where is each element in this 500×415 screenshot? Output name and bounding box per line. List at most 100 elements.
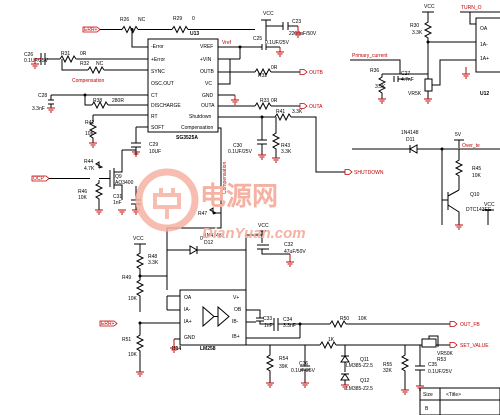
svg-text:3.3K: 3.3K (281, 149, 292, 155)
over-temp-net-label: Over_te (459, 143, 500, 150)
svg-text:1K: 1K (328, 337, 335, 343)
resistor-r47: R47 0 (198, 207, 221, 242)
svg-text:OB: OB (234, 307, 242, 313)
svg-text:LM385-Z2.5: LM385-Z2.5 (346, 386, 373, 392)
zener-q11: Q11 LM385-Z2.5 (340, 345, 373, 372)
svg-text:D11: D11 (406, 137, 415, 143)
svg-text:VCC: VCC (424, 4, 435, 10)
svg-text:Compensation: Compensation (222, 162, 228, 194)
err-plus-input-top: ERR+ (82, 26, 101, 33)
svg-text:10K: 10K (85, 131, 95, 137)
zener-q12: Q12 LM385-Z2.5 (340, 373, 373, 392)
svg-text:Compensation: Compensation (181, 125, 213, 131)
svg-text:Primary_current: Primary_current (352, 53, 388, 59)
svg-text:R30: R30 (410, 23, 419, 29)
resistor-r51: R51 10K (122, 323, 145, 377)
svg-text:3.3nF: 3.3nF (283, 323, 296, 329)
svg-text:Q11: Q11 (360, 357, 369, 363)
svg-text:10K: 10K (128, 352, 138, 358)
svg-text:R48: R48 (148, 254, 157, 260)
svg-text:VCC: VCC (133, 236, 144, 242)
svg-text:R45: R45 (472, 166, 481, 172)
svg-text:1A-: 1A- (480, 42, 488, 48)
vcc-symbol-r48: VCC (133, 236, 146, 250)
vref-net-label: Vref (218, 40, 240, 48)
err-plus-input-bottom: ERR+ (99, 320, 118, 327)
svg-text:NC: NC (96, 61, 104, 67)
svg-text:OUTB: OUTB (200, 69, 215, 75)
svg-text:VCC: VCC (484, 202, 495, 208)
svg-text:280R: 280R (112, 98, 124, 104)
svg-text:R50: R50 (340, 316, 349, 322)
resistor-r26: R26 NC (120, 17, 146, 34)
svg-text:C23: C23 (292, 19, 301, 25)
svg-text:C28: C28 (38, 93, 47, 99)
svg-text:4.7K: 4.7K (84, 166, 95, 172)
svg-text:1N4148: 1N4148 (401, 130, 419, 136)
resistor-r30: R30 3.3K (410, 18, 433, 60)
capacitor-c25: C25 0.1UF/25V (240, 36, 290, 57)
svg-text:IB+: IB+ (232, 334, 240, 340)
svg-text:VR50K: VR50K (437, 351, 454, 357)
set-value-net-port: SET_VALUE (449, 342, 489, 349)
mosfet-q9: Q9 AO3400 (99, 149, 137, 200)
svg-text:<Title>: <Title> (446, 392, 461, 398)
svg-text:R29: R29 (173, 16, 182, 22)
svg-text:OUTA: OUTA (309, 104, 323, 110)
svg-text:Shutdown: Shutdown (189, 114, 211, 120)
svg-text:39K: 39K (279, 364, 289, 370)
vcc-symbol-u14: VCC (257, 223, 269, 235)
capacitor-c36: C36 0.1UF/25V (291, 345, 316, 388)
svg-text:C35: C35 (428, 362, 437, 368)
resistor-r54: R54 39K (265, 345, 289, 388)
svg-text:C36: C36 (299, 361, 308, 367)
svg-text:10K: 10K (472, 173, 482, 179)
svg-text:R51: R51 (122, 337, 131, 343)
transistor-q10: Q10 DTC143EE (442, 189, 492, 230)
svg-text:10K: 10K (358, 316, 368, 322)
svg-text:CT: CT (151, 93, 158, 99)
svg-text:C33: C33 (263, 316, 272, 322)
svg-text:1N4148: 1N4148 (204, 233, 222, 239)
svg-text:DianYuan.com: DianYuan.com (202, 225, 306, 242)
svg-text:C31: C31 (113, 194, 122, 200)
svg-text:C30: C30 (233, 143, 242, 149)
svg-text:10K: 10K (128, 296, 138, 302)
resistor-r44: R44 4.7K (84, 159, 104, 172)
svg-text:3.3nF: 3.3nF (32, 106, 45, 112)
resistor-r41: R41 3.3K (274, 109, 303, 122)
svg-text:+Error: +Error (151, 57, 165, 63)
resistor-r32b: R32 0R (254, 65, 278, 79)
svg-text:DISCHARGE: DISCHARGE (151, 103, 181, 109)
svg-text:OUTA: OUTA (201, 103, 215, 109)
svg-text:3.3K: 3.3K (292, 109, 303, 115)
svg-text:ERR+: ERR+ (84, 27, 98, 33)
svg-text:R41: R41 (276, 109, 285, 115)
outa-net-port: OUTA (299, 103, 323, 110)
svg-text:U13: U13 (190, 31, 199, 37)
svg-text:U14: U14 (172, 346, 181, 352)
diode-d12: 1N4148 D12 (167, 233, 246, 255)
svg-text:LM258: LM258 (200, 346, 216, 352)
svg-text:SHUTDOWN: SHUTDOWN (354, 170, 384, 176)
vcc-symbol-right: VCC (482, 202, 495, 225)
svg-text:Vref: Vref (222, 40, 232, 46)
vcc-symbol-c23: VCC (261, 11, 274, 41)
svg-text:C29: C29 (149, 142, 158, 148)
five-v-label: 5V (454, 132, 464, 148)
svg-text:1nF: 1nF (113, 200, 122, 206)
svg-text:3.3K: 3.3K (412, 30, 423, 36)
svg-text:SET_VALUE: SET_VALUE (460, 343, 489, 349)
svg-text:NC: NC (138, 17, 146, 23)
primary-current-net-label: Primary_current (350, 53, 401, 74)
svg-text:R46: R46 (78, 189, 87, 195)
svg-text:OUT_FB: OUT_FB (460, 322, 480, 328)
svg-text:0R: 0R (80, 51, 87, 57)
svg-text:ERR+: ERR+ (101, 321, 115, 327)
svg-text:R26: R26 (120, 17, 129, 23)
ic-u12: OA 1A- 1A+ U12 (475, 17, 500, 97)
svg-text:R54: R54 (279, 356, 288, 362)
svg-text:3.3K: 3.3K (375, 84, 386, 90)
svg-text:0.1UF/25V: 0.1UF/25V (265, 40, 290, 46)
svg-text:C34: C34 (283, 317, 292, 323)
